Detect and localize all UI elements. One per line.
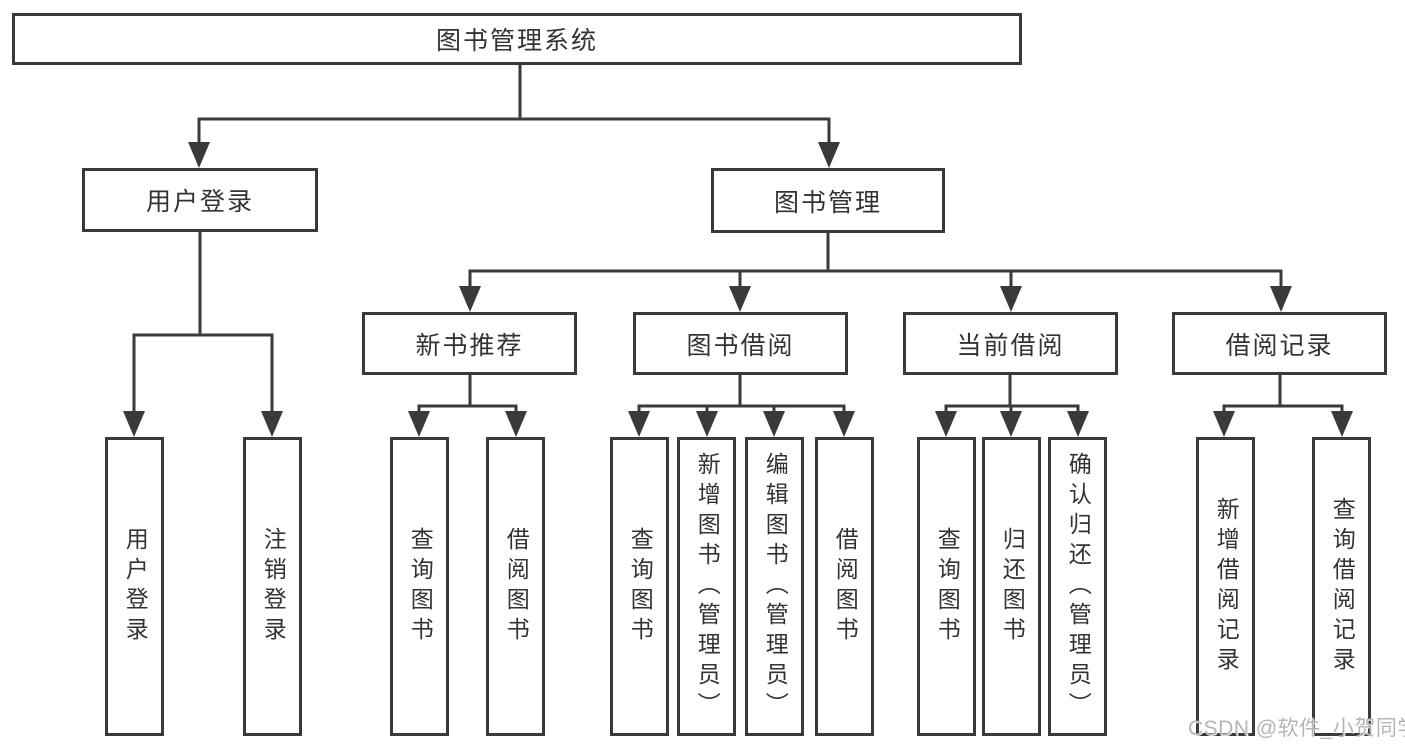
node-label: 新书推荐: [415, 331, 524, 360]
node-label: 图书管理系统: [435, 27, 598, 55]
leaf-label: 查询图书: [407, 526, 434, 647]
leaf-user-login: 用户登录: [105, 437, 164, 736]
leaf-query-books-current: 查询图书: [917, 437, 976, 736]
leaf-label: 注销登录: [260, 526, 287, 647]
leaf-borrow-books-recommend: 借阅图书: [486, 437, 545, 736]
leaf-confirm-return-admin: 确认归还（管理员）: [1048, 437, 1107, 736]
leaf-add-books-admin: 新增图书（管理员）: [677, 437, 736, 736]
leaf-label: 查询借阅记录: [1329, 496, 1356, 677]
connector-book-borrow-to-leaves: [637, 375, 846, 425]
node-user-login: 用户登录: [82, 168, 318, 232]
leaf-label: 查询图书: [627, 526, 654, 647]
node-library-management-system: 图书管理系统: [12, 13, 1022, 65]
leaf-label: 归还图书: [999, 526, 1026, 647]
connector-borrow-records-to-leaves: [1222, 375, 1344, 425]
node-label: 图书管理: [773, 188, 882, 217]
leaf-label: 查询图书: [934, 526, 961, 647]
leaf-return-books: 归还图书: [982, 437, 1041, 736]
leaf-label: 编辑图书（管理员）: [762, 451, 789, 722]
leaf-label: 新增图书（管理员）: [694, 451, 721, 722]
node-book-management: 图书管理: [711, 168, 945, 233]
node-current-borrowing: 当前借阅: [903, 312, 1118, 375]
connector-root-to-level2: [197, 65, 831, 155]
leaf-label: 确认归还（管理员）: [1065, 451, 1092, 722]
connector-new-book-to-leaves: [417, 375, 518, 425]
node-book-borrowing: 图书借阅: [633, 312, 848, 375]
node-borrowing-records: 借阅记录: [1172, 312, 1387, 375]
leaf-logout-login: 注销登录: [243, 437, 302, 736]
leaf-query-books-recommend: 查询图书: [390, 437, 449, 736]
node-label: 图书借阅: [686, 331, 795, 360]
leaf-borrow-books: 借阅图书: [815, 437, 874, 736]
leaf-label: 新增借阅记录: [1213, 496, 1240, 677]
node-label: 借阅记录: [1225, 331, 1334, 360]
leaf-label: 借阅图书: [503, 526, 530, 647]
leaf-add-borrow-record: 新增借阅记录: [1196, 437, 1255, 736]
arrowheads: [123, 142, 1353, 437]
leaf-edit-books-admin: 编辑图书（管理员）: [745, 437, 804, 736]
csdn-watermark: CSDN @软件_小贺同学: [1188, 717, 1405, 740]
node-new-book-recommendation: 新书推荐: [362, 312, 577, 375]
connector-user-login-to-leaves: [132, 232, 274, 425]
node-label: 当前借阅: [956, 331, 1065, 360]
connector-book-management-to-level3: [468, 233, 1283, 300]
leaf-label: 用户登录: [122, 526, 149, 647]
leaf-label: 借阅图书: [832, 526, 859, 647]
leaf-query-books-borrow: 查询图书: [610, 437, 669, 736]
node-label: 用户登录: [145, 188, 254, 216]
leaf-query-borrow-record: 查询借阅记录: [1312, 437, 1371, 736]
